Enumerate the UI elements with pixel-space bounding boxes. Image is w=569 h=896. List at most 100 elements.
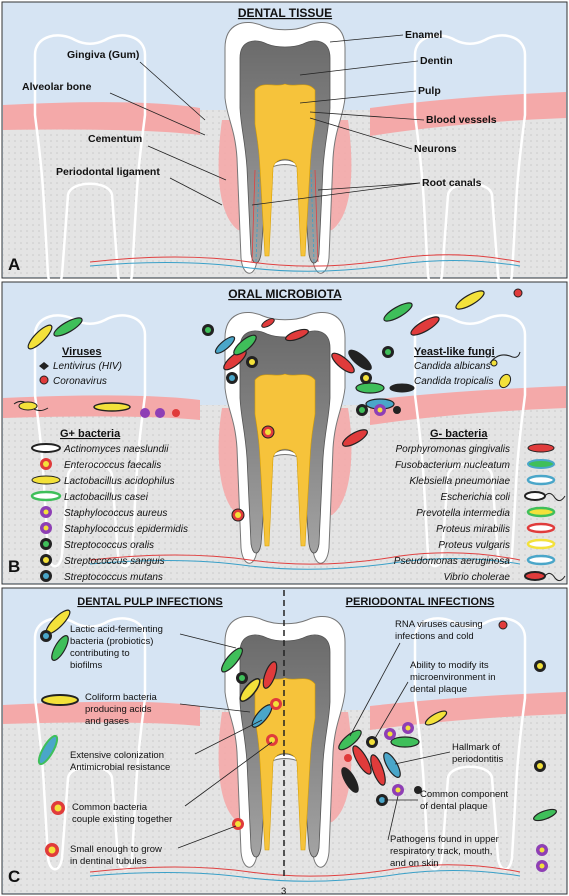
yellow-rod-icon <box>526 538 556 550</box>
page-number: 3 <box>281 886 286 896</box>
panel-c-letter: C <box>8 867 20 886</box>
label-gingiva: Gingiva (Gum) <box>67 49 139 61</box>
gpos-item: Streptococcus mutans <box>64 572 163 583</box>
green-rod-icon <box>526 506 556 518</box>
black-rod-icon <box>31 443 61 453</box>
microbe-cluster-c-right <box>338 620 557 872</box>
svg-text:RNA viruses causing: RNA viruses causing <box>395 619 483 630</box>
svg-text:periodontitis: periodontitis <box>452 754 503 765</box>
label-pulp: Pulp <box>418 85 441 97</box>
svg-text:dental plaque: dental plaque <box>410 684 467 695</box>
gneg-item: Proteus mirabilis <box>436 524 510 535</box>
right-note-1: Ability to modify its microenvironment i… <box>373 660 496 741</box>
panel-a-letter: A <box>8 255 20 274</box>
left-note-2: Extensive colonization Antimicrobial res… <box>70 719 263 773</box>
right-note-2: Hallmark of periodontitis <box>394 742 503 765</box>
panel-b-letter: B <box>8 557 20 576</box>
purple-coccus-icon <box>43 509 49 515</box>
svg-text:Common component: Common component <box>420 789 509 800</box>
left-note-3: Common bacteria couple existing together <box>72 741 273 825</box>
left-note-4: Small enough to grow in dentinal tubules <box>70 825 237 867</box>
gneg-item: Porphyromonas gingivalis <box>395 444 510 455</box>
svg-text:couple existing together: couple existing together <box>72 814 172 825</box>
fungi-heading: Yeast-like fungi <box>414 346 495 358</box>
candida-tropicalis-icon <box>498 373 512 389</box>
red-rod-icon <box>527 443 555 453</box>
gneg-item: Klebsiella pneumoniae <box>409 476 510 487</box>
panel-c: DENTAL PULP INFECTIONS PERIODONTAL INFEC… <box>1 587 568 896</box>
gpos-item: Lactobacillus casei <box>64 492 149 503</box>
svg-text:biofilms: biofilms <box>70 660 102 671</box>
right-note-3: Common component of dental plaque <box>384 789 509 812</box>
gneg-item: Vibrio cholerae <box>443 572 510 583</box>
viruses-heading: Viruses <box>62 346 102 358</box>
gpos-item: Staphylococcus epidermidis <box>64 524 188 535</box>
right-note-4: Pathogens found in upper respiratory tra… <box>387 795 499 869</box>
teal-rod-icon <box>526 554 556 566</box>
svg-text:Pathogens found in upper: Pathogens found in upper <box>390 834 499 845</box>
blue-rod-icon <box>526 474 556 486</box>
fungi-item-1: Candida tropicalis <box>414 376 494 387</box>
gneg-item: Proteus vulgaris <box>438 540 510 551</box>
gpos-item: Enterococcus faecalis <box>64 460 161 471</box>
tooth-a <box>218 21 352 274</box>
svg-text:Hallmark of: Hallmark of <box>452 742 500 753</box>
green-rod-icon <box>527 459 555 469</box>
svg-text:contributing to: contributing to <box>70 648 130 659</box>
panel-c-left-title: DENTAL PULP INFECTIONS <box>77 596 222 608</box>
gneg-item: Escherichia coli <box>441 492 511 503</box>
panel-b: ORAL MICROBIOTA B Viruses Lentivirus (HI… <box>1 281 568 585</box>
svg-text:respiratory track, mouth,: respiratory track, mouth, <box>390 846 492 857</box>
panel-c-right-title: PERIODONTAL INFECTIONS <box>346 596 495 608</box>
flagellated-rod-icon <box>524 491 546 501</box>
yellow-coccus-icon <box>43 557 49 563</box>
red-ring-coccus-icon <box>43 461 49 467</box>
svg-text:Antimicrobial resistance: Antimicrobial resistance <box>70 762 170 773</box>
tooth-b <box>218 311 352 564</box>
flagellated-rod-icon <box>524 571 546 581</box>
panel-a-title: DENTAL TISSUE <box>238 6 332 20</box>
svg-text:Common bacteria: Common bacteria <box>72 802 148 813</box>
virus-item-0: Lentivirus (HIV) <box>53 361 122 372</box>
label-blood-vessels: Blood vessels <box>426 114 497 126</box>
label-dentin: Dentin <box>420 55 453 67</box>
gpos-item: Staphylococcus aureus <box>64 508 167 519</box>
coronavirus-icon <box>39 375 49 385</box>
right-note-0: RNA viruses causing infections and cold <box>349 619 483 737</box>
svg-text:of dental plaque: of dental plaque <box>420 801 488 812</box>
candida-albicans-icon <box>490 359 498 367</box>
gneg-item: Pseudomonas aeruginosa <box>394 556 511 567</box>
panel-b-title: ORAL MICROBIOTA <box>228 287 342 301</box>
svg-text:Extensive colonization: Extensive colonization <box>70 750 164 761</box>
svg-text:in dentinal tubules: in dentinal tubules <box>70 856 147 867</box>
svg-text:and gases: and gases <box>85 716 129 727</box>
svg-text:Lactic acid-fermenting: Lactic acid-fermenting <box>70 624 163 635</box>
svg-text:and on skin: and on skin <box>390 858 439 869</box>
purple-coccus-icon <box>43 525 49 531</box>
svg-text:infections and cold: infections and cold <box>395 631 474 642</box>
svg-text:microenvironment in: microenvironment in <box>410 672 496 683</box>
svg-text:Coliform bacteria: Coliform bacteria <box>85 692 158 703</box>
tooth-c <box>218 615 352 868</box>
label-periodontal-ligament: Periodontal ligament <box>56 166 160 178</box>
svg-text:bacteria (probiotics): bacteria (probiotics) <box>70 636 153 647</box>
gpos-list: Actinomyces naeslundii Enterococcus faec… <box>30 443 188 583</box>
label-alveolar-bone: Alveolar bone <box>22 81 92 93</box>
green-coccus-icon <box>43 541 49 547</box>
label-root-canals: Root canals <box>422 177 482 189</box>
virus-item-1: Coronavirus <box>53 376 107 387</box>
label-cementum: Cementum <box>88 133 142 145</box>
gpos-heading: G+ bacteria <box>60 428 121 440</box>
green-rod-icon <box>30 490 62 502</box>
lentivirus-icon <box>39 362 49 370</box>
label-enamel: Enamel <box>405 29 442 41</box>
gpos-item: Lactobacillus acidophilus <box>64 476 175 487</box>
gneg-heading: G- bacteria <box>430 428 488 440</box>
left-note-1: Coliform bacteria producing acids and ga… <box>85 692 251 727</box>
svg-text:producing acids: producing acids <box>85 704 152 715</box>
fungi-item-0: Candida albicans <box>414 361 491 372</box>
panel-a: DENTAL TISSUE A Enamel Dentin Pulp Blood… <box>1 1 568 288</box>
teal-coccus-icon <box>43 573 49 579</box>
left-note-0: Lactic acid-fermenting bacteria (probiot… <box>70 624 237 671</box>
